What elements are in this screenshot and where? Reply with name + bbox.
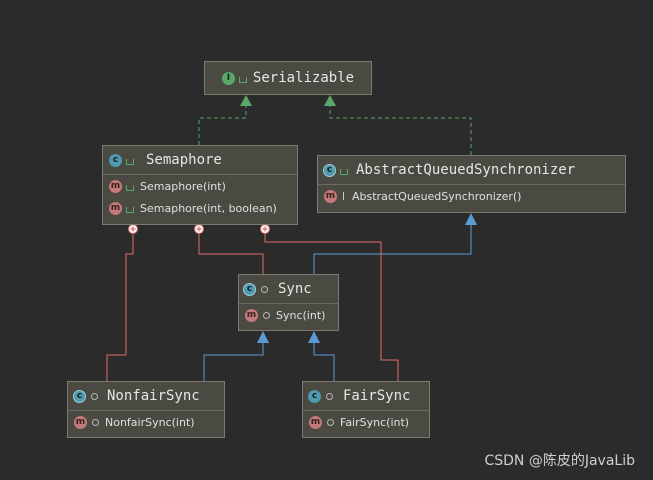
package-visibility-icon [92, 418, 99, 426]
method-icon: m [245, 308, 258, 322]
method-row[interactable]: m Semaphore(int) [103, 175, 297, 197]
node-abstract-queued-synchronizer[interactable]: c AbstractQueuedSynchronizer m AbstractQ… [317, 155, 626, 213]
node-header: c AbstractQueuedSynchronizer [318, 156, 625, 185]
class-title: Sync [278, 281, 312, 297]
public-visibility-icon [238, 77, 247, 83]
node-header: c Sync [239, 275, 338, 304]
method-icon: m [109, 201, 122, 215]
package-visibility-icon [263, 311, 270, 319]
edge-semaphore-inner-fair [260, 224, 399, 381]
edge-semaphore-implements-serializable [198, 95, 252, 145]
node-semaphore[interactable]: c Semaphore m Semaphore(int) m Semaphore… [102, 145, 298, 225]
node-header: c Semaphore [103, 146, 297, 175]
edge-aqs-implements-serializable [324, 95, 472, 155]
method-signature: Semaphore(int) [140, 179, 226, 193]
node-header: c FairSync [303, 382, 429, 411]
method-row[interactable]: m FairSync(int) [303, 411, 429, 433]
package-visibility-icon [327, 418, 334, 426]
node-fair-sync[interactable]: c FairSync m FairSync(int) [302, 381, 430, 438]
abstract-class-icon: c [323, 163, 336, 177]
class-title: FairSync [343, 388, 411, 404]
method-signature: AbstractQueuedSynchronizer() [352, 189, 522, 203]
package-visibility-icon [326, 392, 333, 400]
class-icon: c [73, 389, 86, 403]
node-header: c NonfairSync [68, 382, 224, 411]
method-signature: Sync(int) [276, 308, 326, 322]
package-visibility-icon [91, 392, 98, 400]
method-icon: m [109, 179, 122, 193]
class-title: Semaphore [146, 152, 222, 168]
public-visibility-icon [126, 159, 134, 165]
abstract-class-icon: c [243, 282, 256, 296]
watermark: CSDN @陈皮的JavaLib [484, 453, 635, 469]
class-title: NonfairSync [107, 388, 200, 404]
edge-semaphore-inner-nonfair [106, 224, 138, 381]
method-row[interactable]: m NonfairSync(int) [68, 411, 224, 433]
method-signature: NonfairSync(int) [105, 415, 195, 429]
class-title: Serializable [252, 70, 355, 86]
node-header: I Serializable [205, 62, 371, 94]
method-row[interactable]: m Semaphore(int, boolean) [103, 197, 297, 219]
edge-fair-extends-sync [308, 331, 335, 381]
protected-visibility-icon [343, 192, 348, 200]
public-visibility-icon [340, 169, 348, 175]
class-icon: c [109, 153, 122, 167]
method-row[interactable]: m Sync(int) [239, 304, 338, 326]
interface-icon: I [221, 71, 235, 85]
node-nonfair-sync[interactable]: c NonfairSync m NonfairSync(int) [67, 381, 225, 438]
method-icon: m [74, 415, 87, 429]
class-icon: c [308, 389, 321, 403]
edge-semaphore-inner-sync [194, 224, 264, 274]
method-signature: Semaphore(int, boolean) [140, 201, 277, 215]
method-icon: m [309, 415, 322, 429]
public-visibility-icon [126, 185, 134, 191]
method-row[interactable]: m AbstractQueuedSynchronizer() [318, 185, 625, 207]
edge-nonfair-extends-sync [203, 331, 269, 381]
class-title: AbstractQueuedSynchronizer [356, 162, 576, 178]
edge-sync-extends-aqs [313, 213, 477, 274]
public-visibility-icon [126, 207, 134, 213]
method-icon: m [324, 189, 337, 203]
package-visibility-icon [261, 285, 268, 293]
method-signature: FairSync(int) [340, 415, 410, 429]
node-sync[interactable]: c Sync m Sync(int) [238, 274, 339, 331]
node-serializable[interactable]: I Serializable [204, 61, 372, 95]
